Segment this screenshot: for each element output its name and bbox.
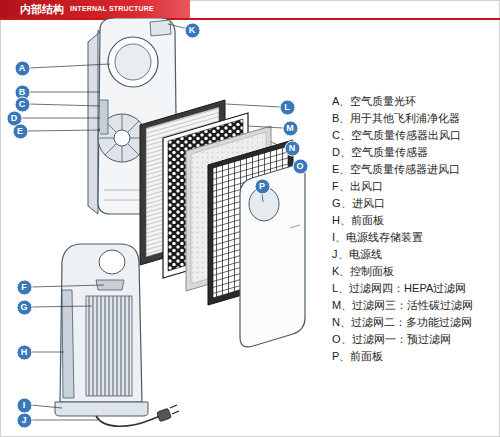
callout-letter: F bbox=[17, 280, 32, 295]
header-title: 内部结构 bbox=[20, 0, 64, 18]
callout-letter: A bbox=[15, 61, 30, 76]
leader-lines bbox=[31, 352, 64, 353]
callout-circle-shape bbox=[17, 345, 32, 360]
callout-circle: H bbox=[17, 345, 32, 360]
frame bbox=[0, 18, 500, 20]
callout-circle-shape bbox=[17, 300, 32, 315]
callout-letter: P bbox=[255, 179, 270, 194]
part-description: J、电源线 bbox=[332, 247, 382, 261]
part-description: I、电源线存储装置 bbox=[332, 230, 423, 244]
callout-letter: H bbox=[17, 345, 32, 360]
callout-circle: F bbox=[17, 280, 32, 295]
part-description: B、用于其他飞利浦净化器 bbox=[332, 111, 460, 125]
callout-letter: L bbox=[280, 100, 295, 115]
callout-circle-shape bbox=[13, 124, 28, 139]
callout-circle-shape bbox=[15, 97, 30, 112]
header-band: 内部结构 INTERNAL STRUCTURE bbox=[0, 0, 190, 18]
back-housing bbox=[108, 37, 158, 87]
callout-circle: G bbox=[17, 300, 32, 315]
callout-circle-shape bbox=[283, 121, 298, 136]
leader-lines bbox=[271, 142, 285, 148]
leader-lines bbox=[31, 285, 104, 287]
back-housing bbox=[115, 44, 151, 80]
callout-circle: N bbox=[285, 141, 300, 156]
assembled-unit bbox=[60, 244, 142, 402]
callout-circle: P bbox=[255, 179, 270, 194]
front-panel bbox=[240, 165, 305, 347]
callout-circle-shape bbox=[17, 280, 32, 295]
part-description: G、进风口 bbox=[332, 196, 385, 210]
callout-letter: E bbox=[13, 124, 28, 139]
callout-circle-shape bbox=[185, 23, 200, 38]
assembled-unit bbox=[99, 250, 125, 274]
callout-letter: C bbox=[15, 97, 30, 112]
callout-letter: J bbox=[17, 413, 32, 428]
callout-circle-shape bbox=[293, 159, 308, 174]
callout-circle: C bbox=[15, 97, 30, 112]
leader-lines bbox=[31, 420, 98, 421]
leader-lines bbox=[31, 405, 62, 408]
part-description: E、空气质量传感器进风口 bbox=[332, 162, 460, 176]
assembled-unit bbox=[55, 244, 148, 416]
leader-lines bbox=[29, 104, 100, 106]
leader-lines bbox=[29, 92, 100, 93]
callout-circle: I bbox=[17, 398, 32, 413]
callout-circle-shape bbox=[285, 141, 300, 156]
leader-lines bbox=[31, 306, 92, 307]
leader-lines bbox=[21, 118, 100, 119]
part-description: C、空气质量传感器出风口 bbox=[332, 128, 461, 142]
leader-lines bbox=[262, 193, 263, 202]
back-housing bbox=[114, 130, 130, 146]
assembled-unit bbox=[86, 296, 132, 396]
part-description: K、控制面板 bbox=[332, 264, 394, 278]
part-description: P、前面板 bbox=[332, 349, 383, 363]
callout-circle: J bbox=[17, 413, 32, 428]
callout-circle: O bbox=[293, 159, 308, 174]
header-subtitle: INTERNAL STRUCTURE bbox=[70, 0, 154, 18]
callout-circle: E bbox=[13, 124, 28, 139]
front-panel bbox=[290, 225, 300, 228]
callout-circle: M bbox=[283, 121, 298, 136]
callout-circle: L bbox=[280, 100, 295, 115]
power-cord bbox=[96, 416, 160, 426]
callout-circle-shape bbox=[17, 398, 32, 413]
callout-circle-shape bbox=[255, 179, 270, 194]
callout-letter: I bbox=[17, 398, 32, 413]
callout-letter: N bbox=[285, 141, 300, 156]
leader-lines bbox=[27, 130, 100, 131]
power-cord bbox=[96, 405, 179, 426]
callout-circle: K bbox=[185, 23, 200, 38]
power-cord bbox=[170, 405, 179, 414]
callout-letter: K bbox=[185, 23, 200, 38]
leader-lines bbox=[29, 64, 110, 68]
assembled-unit bbox=[55, 402, 148, 416]
front-panel bbox=[240, 165, 305, 347]
part-description: N、过滤网二：多功能过滤网 bbox=[332, 315, 472, 329]
callout-circle-shape bbox=[280, 100, 295, 115]
callout-circle-shape bbox=[15, 61, 30, 76]
back-housing bbox=[100, 100, 108, 134]
part-description: O、过滤网一：预过滤网 bbox=[332, 332, 451, 346]
callout-letter: G bbox=[17, 300, 32, 315]
callout-letter: M bbox=[283, 121, 298, 136]
part-description: F、出风口 bbox=[332, 179, 383, 193]
power-cord bbox=[157, 408, 172, 422]
back-housing bbox=[150, 20, 171, 36]
leader-lines bbox=[248, 126, 283, 128]
part-description: H、前面板 bbox=[332, 213, 384, 227]
callout-letter: O bbox=[293, 159, 308, 174]
leader-lines bbox=[226, 104, 280, 107]
part-description: D、空气质量传感器 bbox=[332, 145, 428, 159]
callout-circle-shape bbox=[17, 413, 32, 428]
callout-circle: A bbox=[15, 61, 30, 76]
leader-lines bbox=[21, 24, 293, 420]
part-description: L、过滤网四：HEPA过滤网 bbox=[332, 281, 466, 295]
part-description: M、过滤网三：活性碳过滤网 bbox=[332, 298, 473, 312]
part-description: A、空气质量光环 bbox=[332, 94, 416, 108]
